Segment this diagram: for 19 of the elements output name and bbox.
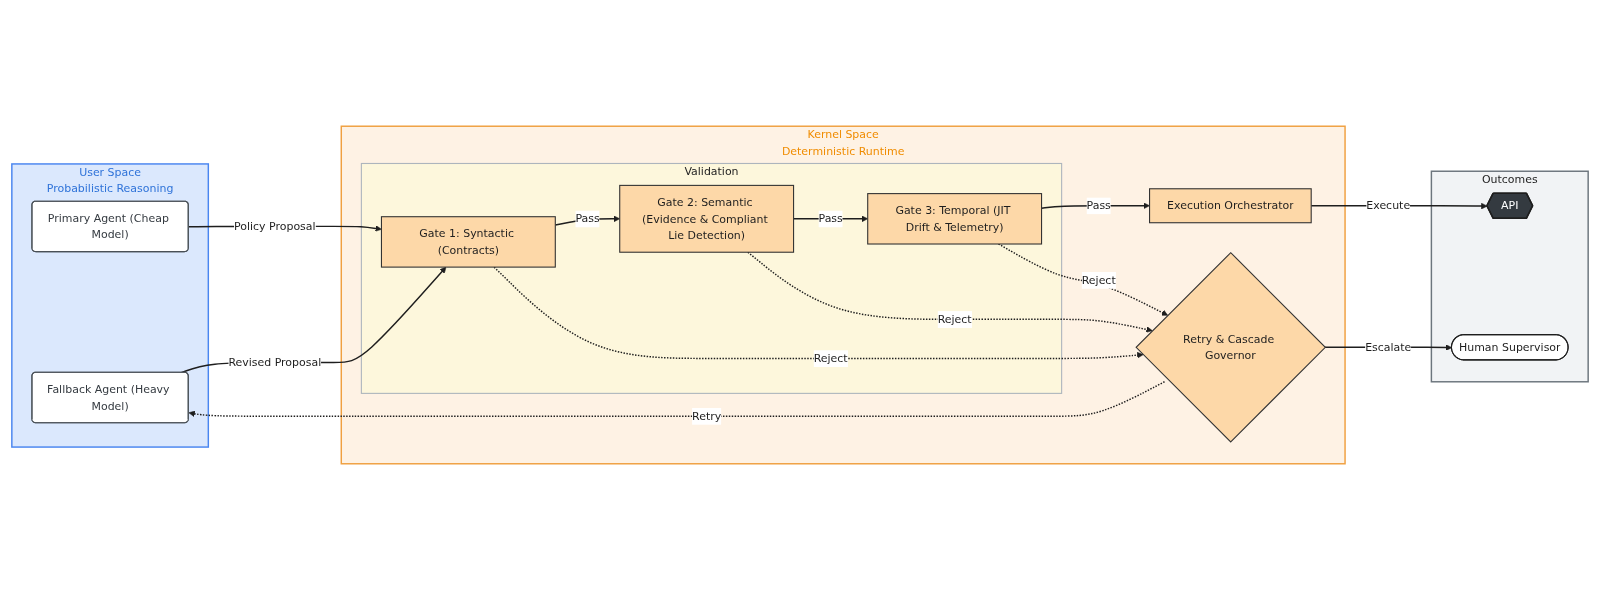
node-diamond: Retry & Cascade Governor (1135, 251, 1327, 443)
edge-label: Reject (1081, 273, 1116, 287)
node-box: Gate 1: Syntactic (Contracts) (380, 216, 556, 268)
arrow (188, 380, 1167, 417)
edge-label: Pass (1086, 199, 1111, 213)
node-box: Execution Orchestrator (1149, 188, 1312, 224)
node-box: Gate 3: Temporal (JIT Drift & Telemetry) (867, 193, 1043, 245)
edge-label: Reject (813, 351, 848, 365)
edge-label: Revised Proposal (228, 355, 322, 369)
arrow (747, 251, 1153, 333)
edge-label: Escalate (1365, 340, 1412, 354)
arrow (493, 266, 1144, 360)
edge-label: Execute (1366, 199, 1411, 213)
edge-label: Pass (575, 212, 600, 226)
edge-label: Reject (937, 312, 972, 326)
edge-label: Retry (692, 409, 722, 423)
node-box: Gate 2: Semantic (Evidence & Compliant Lie Detection) (619, 184, 795, 253)
edge-label: Pass (818, 212, 843, 226)
edge-label: Policy Proposal (234, 219, 316, 233)
